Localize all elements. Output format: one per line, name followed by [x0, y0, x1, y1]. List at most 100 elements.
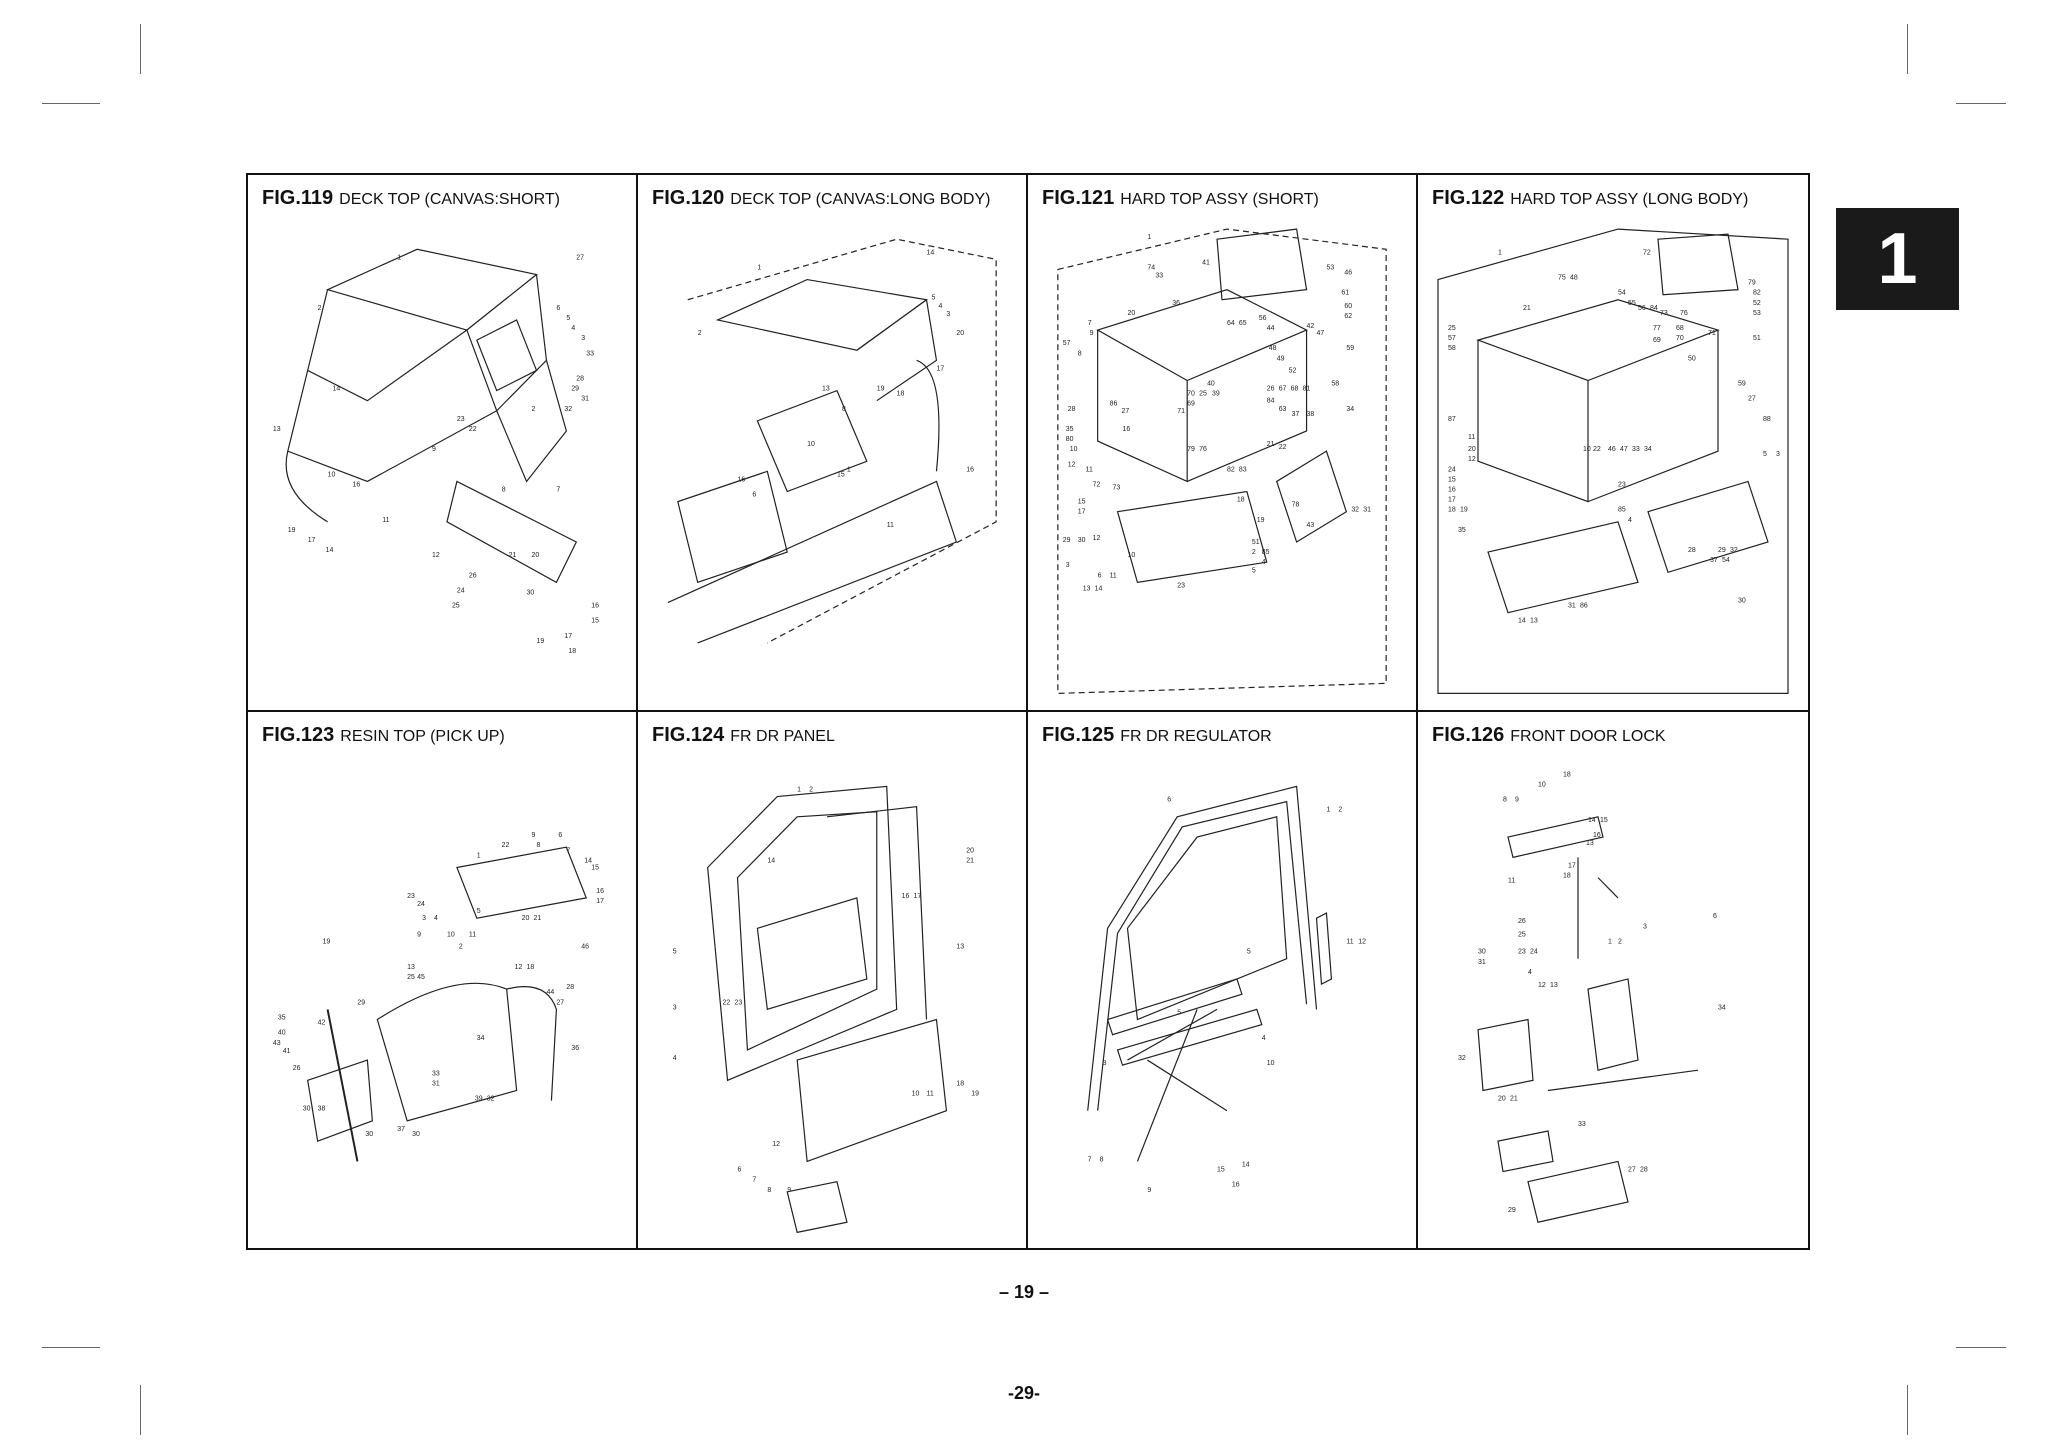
callout: 40 [1207, 381, 1215, 388]
callout: 12 [515, 963, 523, 970]
figure-number: FIG.120 [652, 187, 725, 209]
callout: 72 [1093, 481, 1101, 488]
callout: 11 [887, 522, 894, 529]
callout: 4 [434, 915, 438, 922]
callout: 79 [1748, 280, 1756, 287]
callout: 32 [487, 1095, 495, 1102]
callout: 87 [1448, 416, 1456, 423]
callout: 23 [457, 416, 465, 423]
callout: 16 [1232, 1181, 1240, 1188]
callout: 7 [566, 847, 570, 854]
callout: 39 [1212, 391, 1220, 398]
callout: 16 [591, 603, 599, 610]
callout: 27 [1748, 396, 1756, 403]
callout: 81 [1303, 386, 1311, 393]
callout: 54 [1618, 290, 1626, 297]
callout: 8 [1503, 796, 1507, 803]
callout: 18 [1448, 507, 1456, 514]
callout: 1 [847, 466, 851, 473]
callout: 16 [966, 466, 974, 473]
callout: 17 [1078, 509, 1086, 516]
callout: 27 [1122, 408, 1130, 415]
figure-title: HARD TOP ASSY (SHORT) [1120, 191, 1319, 208]
callout: 34 [1644, 446, 1652, 453]
callout: 17 [1568, 862, 1576, 869]
callout: 27 [1628, 1166, 1636, 1173]
callout: 33 [1578, 1120, 1586, 1127]
callout: 75 [1558, 275, 1566, 282]
callout: 21 [966, 857, 974, 864]
callout: 71 [1177, 408, 1185, 415]
callout: 73 [1660, 310, 1668, 317]
callout: 9 [1515, 796, 1519, 803]
figure-number: FIG.122 [1432, 187, 1505, 209]
callout: 2 [532, 406, 536, 413]
callout: 57 [1063, 340, 1071, 347]
callout: 88 [1763, 416, 1771, 423]
callout: 18 [527, 963, 535, 970]
callout: 77 [1653, 325, 1661, 332]
figure-title: FR DR PANEL [730, 727, 835, 745]
callout: 2 [698, 330, 702, 337]
callout: 21 [509, 552, 517, 559]
callout: 20 [1498, 1095, 1506, 1102]
callout: 23 [1618, 481, 1626, 488]
callout: 2 [318, 305, 322, 312]
callout: 59 [1346, 345, 1354, 352]
callout: 40 [278, 1029, 286, 1036]
parts-diagram: 6 1 2 5 11 12 5 4 3 10 7 8 9 15 14 16 [1028, 756, 1366, 1193]
callout: 41 [1202, 259, 1210, 266]
parts-diagram: 8 9 10 18 14 15 16 13 17 11 18 26 25 23 … [1458, 771, 1726, 1243]
callout: 5 [1177, 1009, 1181, 1016]
callout: 13 [822, 386, 830, 393]
callout: 70 [1676, 335, 1684, 342]
callout: 44 [546, 989, 554, 996]
callout: 34 [1346, 406, 1354, 413]
callout: 11 [1346, 938, 1353, 945]
callout: 46 [1608, 446, 1616, 453]
callout: 51 [1753, 335, 1761, 342]
callout: 2 [1338, 806, 1342, 813]
callout: 18 [1563, 771, 1571, 778]
callout: 4 [938, 303, 942, 310]
section-tab: 1 [1836, 208, 1959, 310]
callout: 14 [1518, 618, 1526, 625]
callout: 10 [1538, 781, 1546, 788]
callout: 47 [1317, 330, 1325, 337]
callout: 19 [971, 1090, 979, 1097]
callout: 2 [459, 943, 463, 950]
callout: 46 [581, 943, 589, 950]
callout: 4 [1628, 517, 1632, 524]
callout: 1 [757, 264, 761, 271]
callout: 48 [1269, 345, 1277, 352]
callout: 3 [946, 311, 950, 318]
callout: 86 [1110, 401, 1118, 408]
callout: 4 [1528, 968, 1532, 975]
callout: 35 [278, 1014, 286, 1021]
callout: 5 [477, 908, 481, 915]
callout: 53 [1753, 310, 1761, 317]
callout: 17 [308, 537, 316, 544]
crop-mark [140, 24, 141, 74]
callout: 26 [1267, 386, 1275, 393]
callout: 10 [1267, 1060, 1275, 1067]
callout: 20 [532, 552, 540, 559]
callout: 8 [537, 842, 541, 849]
callout: 19 [323, 938, 331, 945]
parts-diagram: 22 9 8 6 7 14 15 16 17 1 23 24 5 3 4 20 … [273, 832, 604, 1243]
callout: 26 [293, 1065, 301, 1072]
callout: 26 [469, 572, 477, 579]
callout: 19 [877, 386, 885, 393]
callout: 28 [576, 375, 584, 382]
callout: 34 [477, 1034, 485, 1041]
callout: 37 [397, 1125, 405, 1132]
callout: 31 [581, 396, 589, 403]
callout: 4 [673, 1055, 677, 1062]
